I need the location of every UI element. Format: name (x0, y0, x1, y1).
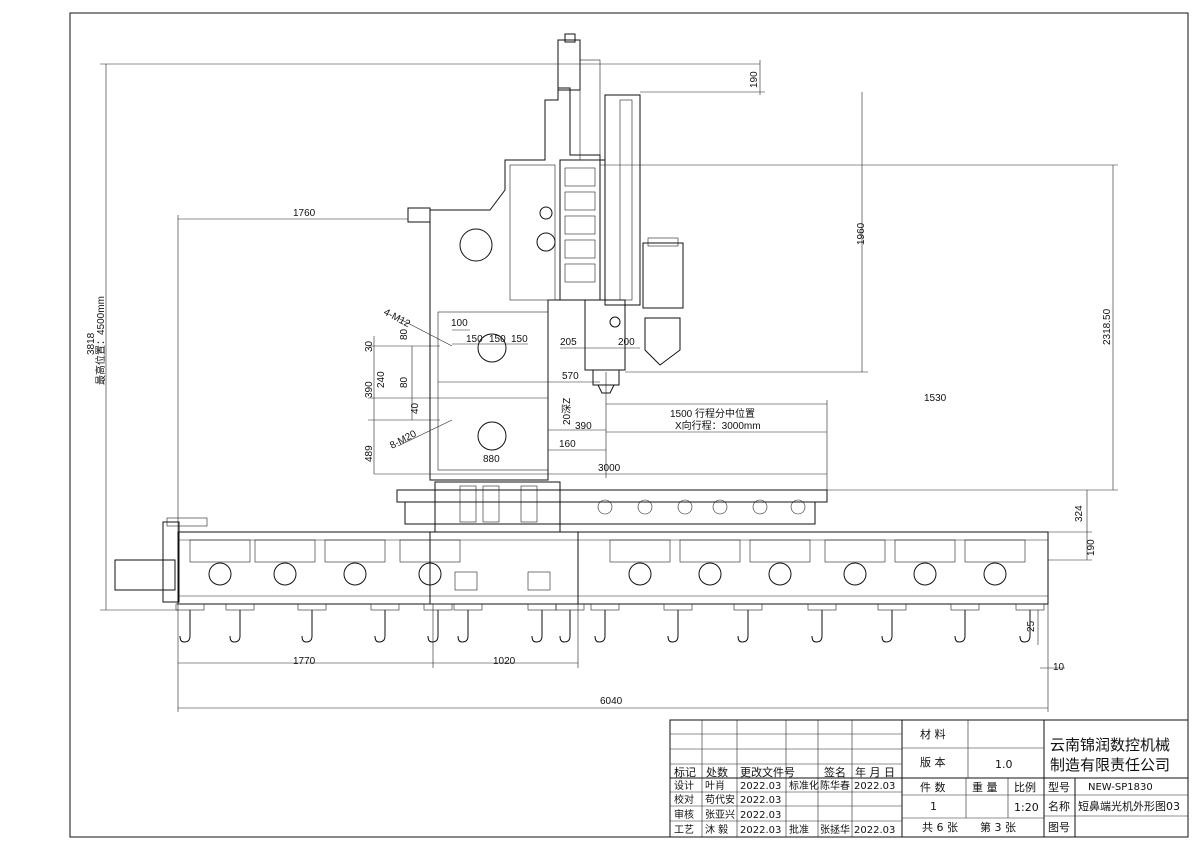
scale-label: 比例 (1014, 780, 1036, 794)
sign-cell-name1: 张亚兴 (705, 809, 735, 821)
rev-header-date: 年 月 日 (855, 765, 895, 779)
dim-1020: 1020 (493, 656, 516, 667)
dim-10: 10 (1053, 662, 1065, 673)
weight-label: 重 量 (972, 780, 998, 794)
dim-240: 240 (376, 371, 387, 388)
material-label: 材 料 (920, 727, 946, 741)
x-stroke-label: X向行程：3000mm (675, 419, 761, 432)
sign-cell-name1: 叶肖 (705, 779, 725, 792)
drawing-no-label: 图号 (1048, 821, 1070, 834)
dim-390-h: 390 (575, 421, 592, 432)
dim-3818: 3818 (86, 332, 97, 355)
label-8-m20: 8-M20 (388, 428, 419, 451)
rev-header-sign: 签名 (824, 765, 846, 779)
dim-205: 205 (560, 337, 577, 348)
name-value: 短鼻端光机外形图03 (1078, 799, 1180, 813)
rev-header-count: 处数 (706, 766, 728, 779)
dim-3000: 3000 (598, 463, 621, 474)
sign-cell-role1: 校对 (674, 793, 694, 806)
dim-390-v: 390 (364, 381, 375, 398)
dim-30: 30 (364, 340, 375, 352)
dim-2318: 2318.50 (1102, 308, 1113, 345)
dim-80-a: 80 (399, 328, 410, 340)
dim-1770: 1770 (293, 656, 316, 667)
qty-value: 1 (930, 800, 937, 813)
sheet-number: 第 3 张 (980, 820, 1016, 834)
dim-880: 880 (483, 454, 500, 465)
rev-header-docno: 更改文件号 (740, 765, 795, 779)
scale-value: 1:20 (1014, 801, 1039, 814)
sign-cell-role1: 设计 (674, 779, 694, 792)
model-label: 型号 (1048, 780, 1070, 794)
version-label: 版 本 (920, 755, 946, 769)
company-line1: 云南锦润数控机械 (1050, 736, 1170, 754)
dim-1960: 1960 (856, 222, 867, 245)
dim-150-b: 150 (489, 334, 506, 345)
dim-190-right: 190 (1086, 539, 1097, 556)
sign-cell-date1: 2022.03 (740, 795, 781, 806)
sign-cell-date1: 2022.03 (740, 810, 781, 821)
drawing-border (69, 12, 1189, 838)
stroke-mid-label: 1500 行程分中位置 (670, 407, 755, 420)
dim-6040: 6040 (600, 696, 623, 707)
dim-40: 40 (410, 402, 421, 414)
sign-cell-date2: 2022.03 (854, 781, 895, 792)
rev-header-mark: 标记 (674, 765, 696, 779)
label-4-m12: 4-M12 (382, 307, 413, 330)
dim-489: 489 (364, 445, 375, 462)
dimension-lines (100, 60, 1118, 712)
dim-20z: 20深Z (561, 398, 573, 425)
qty-label: 件 数 (920, 781, 946, 794)
dim-324: 324 (1074, 505, 1085, 522)
sign-cell-role2: 批准 (789, 823, 809, 836)
sign-cell-date1: 2022.03 (740, 781, 781, 792)
machine-outline (114, 33, 1049, 643)
name-label: 名称 (1048, 799, 1070, 813)
title-block: 标记 处数 更改文件号 签名 年 月 日 设计叶肖 2022.03 标准化陈华春 20… (669, 719, 1189, 838)
dim-150-a: 150 (466, 334, 483, 345)
dim-160: 160 (559, 439, 576, 450)
sign-cell-role2: 标准化 (789, 779, 819, 792)
max-height-label: 最高位置：4500mm (94, 296, 107, 385)
dimension-labels: 190 1960 2318.50 3818 最高位置：4500mm 1760 4… (86, 71, 1113, 707)
model-value: NEW-SP1830 (1088, 782, 1153, 793)
sheets-total: 共 6 张 (922, 821, 958, 834)
dim-1760: 1760 (293, 208, 316, 219)
dim-200: 200 (618, 337, 635, 348)
sign-cell-date1: 2022.03 (740, 825, 781, 836)
dim-100: 100 (451, 318, 468, 329)
dim-150-c: 150 (511, 334, 528, 345)
sign-cell-name1: 沐 毅 (705, 823, 728, 836)
version-value: 1.0 (995, 758, 1013, 771)
dim-80-b: 80 (399, 376, 410, 388)
dim-1530: 1530 (924, 393, 947, 404)
dim-190-top: 190 (749, 71, 760, 88)
sign-cell-name2: 张拯华 (820, 823, 850, 836)
company-line2: 制造有限责任公司 (1050, 756, 1170, 774)
sign-cell-role1: 工艺 (674, 824, 694, 836)
dim-570: 570 (562, 371, 579, 382)
dim-25: 25 (1026, 620, 1037, 632)
sign-cell-name1: 苟代安 (705, 793, 735, 806)
sign-cell-name2: 陈华春 (820, 779, 850, 792)
sign-cell-role1: 审核 (674, 808, 694, 821)
sign-cell-date2: 2022.03 (854, 825, 895, 836)
